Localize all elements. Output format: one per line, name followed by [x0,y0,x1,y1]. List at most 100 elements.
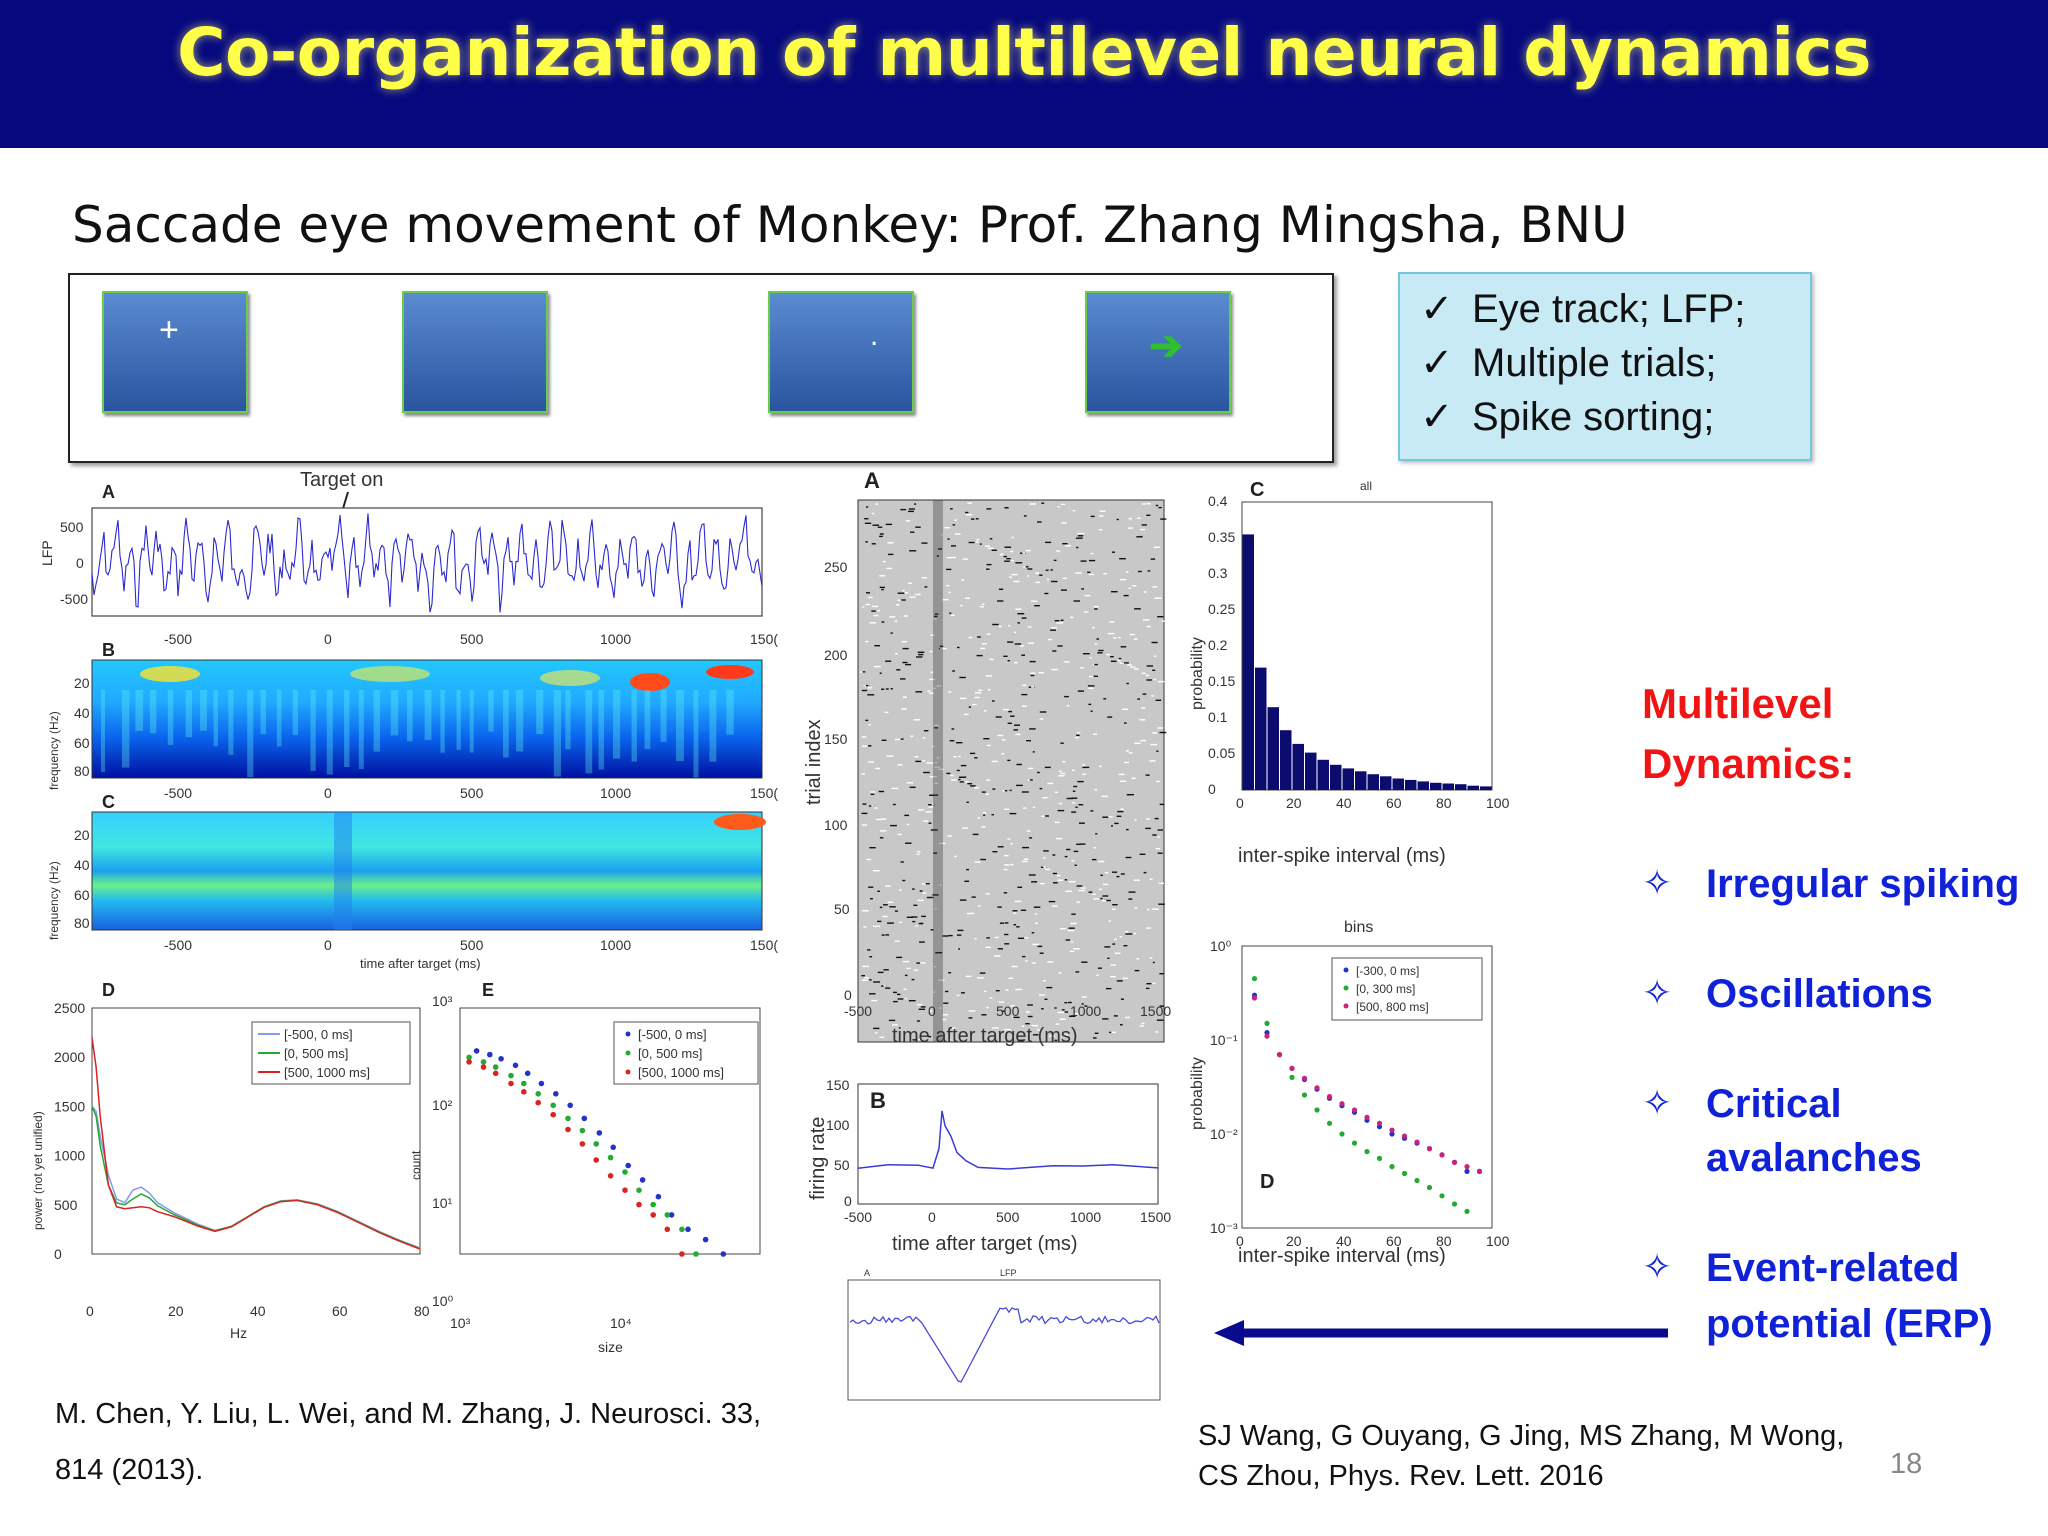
raster-spike [1039,718,1044,720]
isi-log-point [1289,1074,1295,1080]
isi-c-ytick: 0.35 [1208,529,1235,545]
reference-right-line1: SJ Wang, G Ouyang, G Jing, MS Zhang, M W… [1198,1420,1845,1452]
raster-spike [925,811,932,813]
raster-spike [956,994,960,997]
raster-spike [1102,816,1109,818]
raster-spike [1121,708,1129,710]
raster-spike [1090,515,1095,518]
raster-spike [942,1018,947,1021]
raster-spike [1051,668,1059,671]
target-on-annotation: Target on [300,469,383,491]
raster-spike [1050,629,1056,631]
raster-spike [989,997,993,999]
raster-spike [1062,543,1068,545]
raster-spike [1053,882,1058,884]
raster-spike [1058,775,1065,777]
xtick: 0 [324,937,332,953]
raster-spike [1054,620,1060,622]
raster-spike [1014,643,1022,645]
raster-spike [1032,943,1039,946]
raster-spike [947,835,953,837]
raster-spike [997,600,1004,602]
power-ytick: 500 [54,1197,78,1213]
raster-spike [1053,559,1057,562]
isi-log-point [1314,1107,1320,1113]
raster-spike [881,621,885,623]
raster-spike [1083,611,1089,613]
raster-spike [1082,653,1090,655]
raster-spike [871,805,875,807]
raster-spike [1113,637,1117,639]
raster-spike [889,906,896,908]
raster-spike [981,791,986,793]
raster-spike [969,752,976,755]
freq-ytick: 40 [74,857,90,873]
raster-spike [1075,737,1079,739]
raster-spike [887,542,894,544]
isi-bar [1442,783,1454,790]
raster-spike [929,692,935,694]
raster-spike [869,622,877,624]
raster-spike [971,518,975,520]
raster-spike [1029,728,1036,730]
raster-spike [904,592,909,594]
isi-panel-c: C [1250,479,1264,501]
raster-spike [1077,535,1084,537]
raster-spike [1110,656,1114,658]
raster-spike [869,956,873,958]
raster-spike [950,545,956,547]
raster-spike [1004,933,1009,936]
raster-spike [934,782,938,785]
lfp-line [91,513,763,613]
raster-spike [879,1036,885,1038]
avalanche-point [607,1154,614,1161]
isi-bar [1392,778,1404,790]
raster-spike [905,520,911,522]
raster-spike [1073,922,1077,924]
raster-spike [1050,569,1053,571]
avalanche-point [593,1157,599,1163]
avalanche-point [492,1070,499,1077]
raster-spike [1104,946,1111,948]
isi-bar [1317,759,1329,790]
raster-spike [945,990,949,993]
rate-panel-b: B [870,1088,886,1113]
raster-spike [1022,955,1026,958]
freq-ylabel: frequency (Hz) [47,861,61,940]
raster-spike [1075,537,1083,539]
raster-spike [956,934,962,936]
rate-plot-frame [857,1083,1159,1205]
raster-spike [1001,753,1005,755]
dynamics-item-oscillations: Oscillations [1706,972,1933,1016]
raster-spike [898,889,902,891]
raster-spike [894,910,898,912]
raster-spike [1029,660,1036,663]
raster-spike [1069,1015,1076,1017]
raster-spike [1102,895,1109,897]
raster-spike [1065,890,1072,892]
raster-spike [1099,515,1104,517]
raster-spike [1098,649,1104,652]
raster-spike [1076,901,1080,903]
raster-spike [1155,1031,1159,1033]
avalanche-point [693,1251,699,1257]
raster-spike [966,868,969,871]
raster-spike [1150,558,1156,560]
raster-spike [1047,578,1050,581]
isi-log-point [1389,1131,1395,1137]
spectrogram-streak [553,690,561,777]
legend-marker [1343,967,1349,973]
raster-spike [1156,1019,1164,1021]
isi-c-ytick: 0.4 [1208,493,1228,509]
rate-xtick: 0 [928,1209,936,1225]
isi-bar [1455,784,1467,790]
xtick: 150( [750,937,778,953]
avalanche-point [639,1177,646,1183]
avalanche-plot-frame [459,1007,761,1255]
isi-log-point [1389,1127,1395,1133]
raster-spike [1112,904,1118,906]
raster-spike [1139,853,1146,855]
raster-spike [861,689,868,692]
raster-spike [1022,1025,1025,1027]
